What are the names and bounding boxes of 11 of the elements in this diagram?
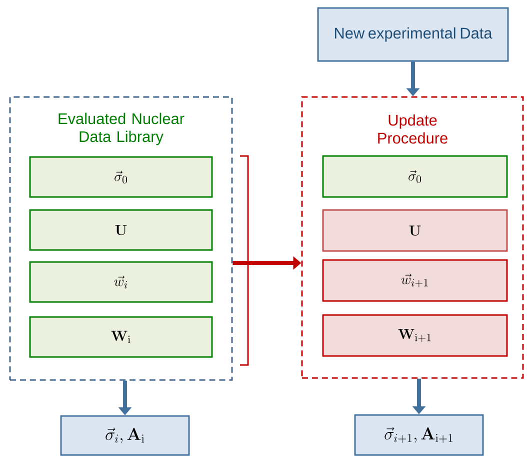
formula-box: $\mathbf{U}$ (29, 209, 213, 251)
formula-box: $\vec{\sigma}_0$ (29, 156, 213, 198)
formula-box: $\vec{w}_i$ (29, 261, 213, 303)
formula-box: $\vec{w}_{i+1}$ (322, 259, 508, 302)
formula-box: $\vec{\sigma}_0$ (322, 155, 508, 198)
formula-box: $\mathbf{U}$ (322, 209, 508, 252)
data-box: New experimental Data (317, 7, 509, 62)
formula-box: $\mathbf{W}_{\mathrm{i+1}}$ (322, 314, 508, 357)
formula-box: $\mathbf{W}_{\mathrm{i}}$ (29, 316, 213, 358)
data-box: $\vec{\sigma}_i, \mathbf{A}_{\mathrm{i}}$ (60, 415, 190, 456)
data-box: $\vec{\sigma}_{i+1}, \mathbf{A}_{\mathrm{i+1}}$ (354, 414, 484, 456)
